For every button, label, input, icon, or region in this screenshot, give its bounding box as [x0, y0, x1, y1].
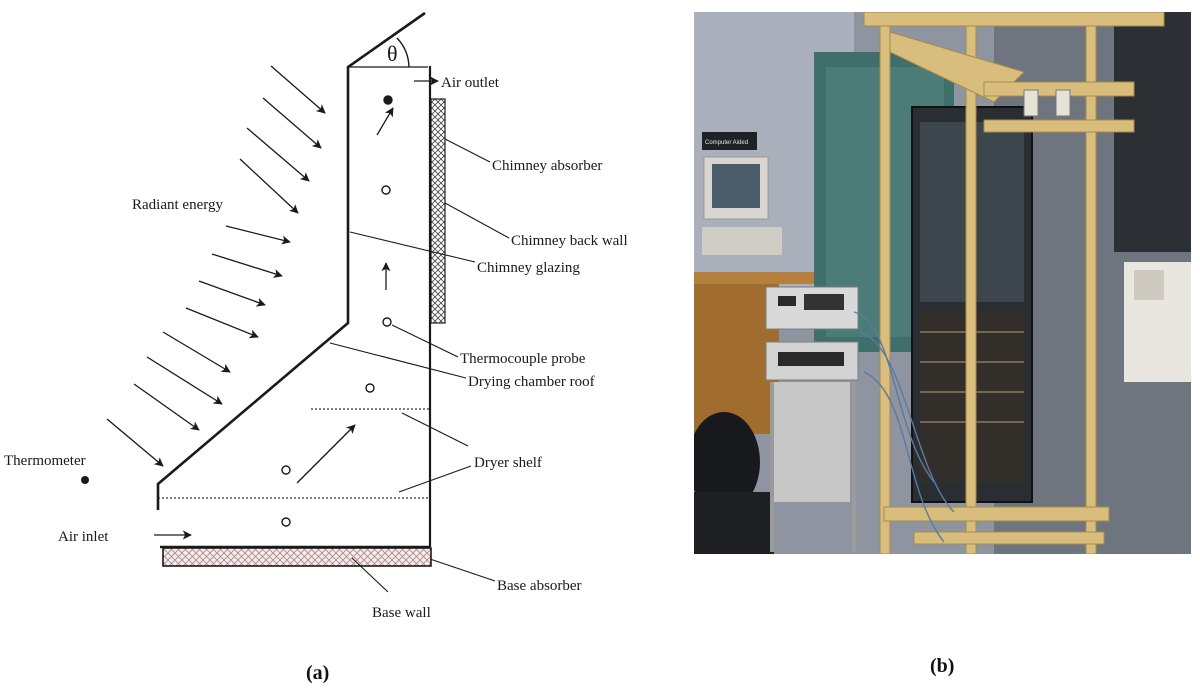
radiant-energy-arrows — [106, 65, 326, 467]
label-base-wall: Base wall — [372, 605, 431, 621]
leader-shelf-lower — [398, 465, 472, 493]
leader-base-absorber — [429, 558, 496, 582]
label-chimney-absorber: Chimney absorber — [492, 158, 602, 174]
label-thermometer: Thermometer — [4, 453, 86, 469]
caption-a: (a) — [306, 662, 330, 684]
desk — [694, 272, 814, 284]
leader-shelf-upper — [401, 412, 469, 447]
label-drying-chamber-roof: Drying chamber roof — [468, 374, 595, 390]
label-base-absorber: Base absorber — [497, 578, 582, 594]
thermometer-dot — [81, 476, 89, 484]
experimental-setup-photo: Computer Aided — [694, 12, 1191, 554]
probe-chimney-low — [382, 317, 392, 327]
leader-chimney-glazing — [349, 231, 476, 263]
probe-chimney-top — [383, 95, 393, 105]
label-radiant-energy: Radiant energy — [132, 197, 223, 213]
leader-thermocouple — [391, 324, 459, 358]
label-dryer-shelf: Dryer shelf — [474, 455, 542, 471]
theta-arc — [396, 37, 410, 68]
leader-chimney-absorber — [444, 138, 491, 163]
base-absorber — [162, 547, 432, 567]
label-chimney-back-wall: Chimney back wall — [511, 233, 628, 249]
probe-lower-shelf — [281, 465, 291, 475]
chamber-flow-arrow — [296, 424, 356, 484]
leader-roof — [329, 342, 467, 379]
leader-chimney-back-wall — [444, 202, 510, 239]
theta-symbol: θ — [387, 41, 398, 66]
thermocouple-probes — [281, 95, 393, 527]
label-thermocouple-probe: Thermocouple probe — [460, 351, 586, 367]
chimney-absorber — [430, 98, 446, 324]
leader-base-wall — [351, 557, 389, 593]
label-air-inlet: Air inlet — [58, 529, 109, 545]
caption-b: (b) — [930, 655, 955, 677]
probe-upper-shelf — [365, 383, 375, 393]
label-chimney-glazing: Chimney glazing — [477, 260, 580, 276]
dryer-outline — [156, 11, 426, 510]
dryer-schematic: θ Air outlet Chimney absorber — [4, 11, 628, 621]
wooden-frame — [863, 12, 1165, 554]
chimney-flow-arrow-top — [376, 107, 394, 136]
probe-inlet — [281, 517, 291, 527]
sign — [702, 132, 757, 150]
sign-text: Computer Aided — [705, 140, 748, 146]
chair — [694, 412, 760, 512]
probe-chimney-mid — [381, 185, 391, 195]
label-air-outlet: Air outlet — [441, 75, 500, 91]
